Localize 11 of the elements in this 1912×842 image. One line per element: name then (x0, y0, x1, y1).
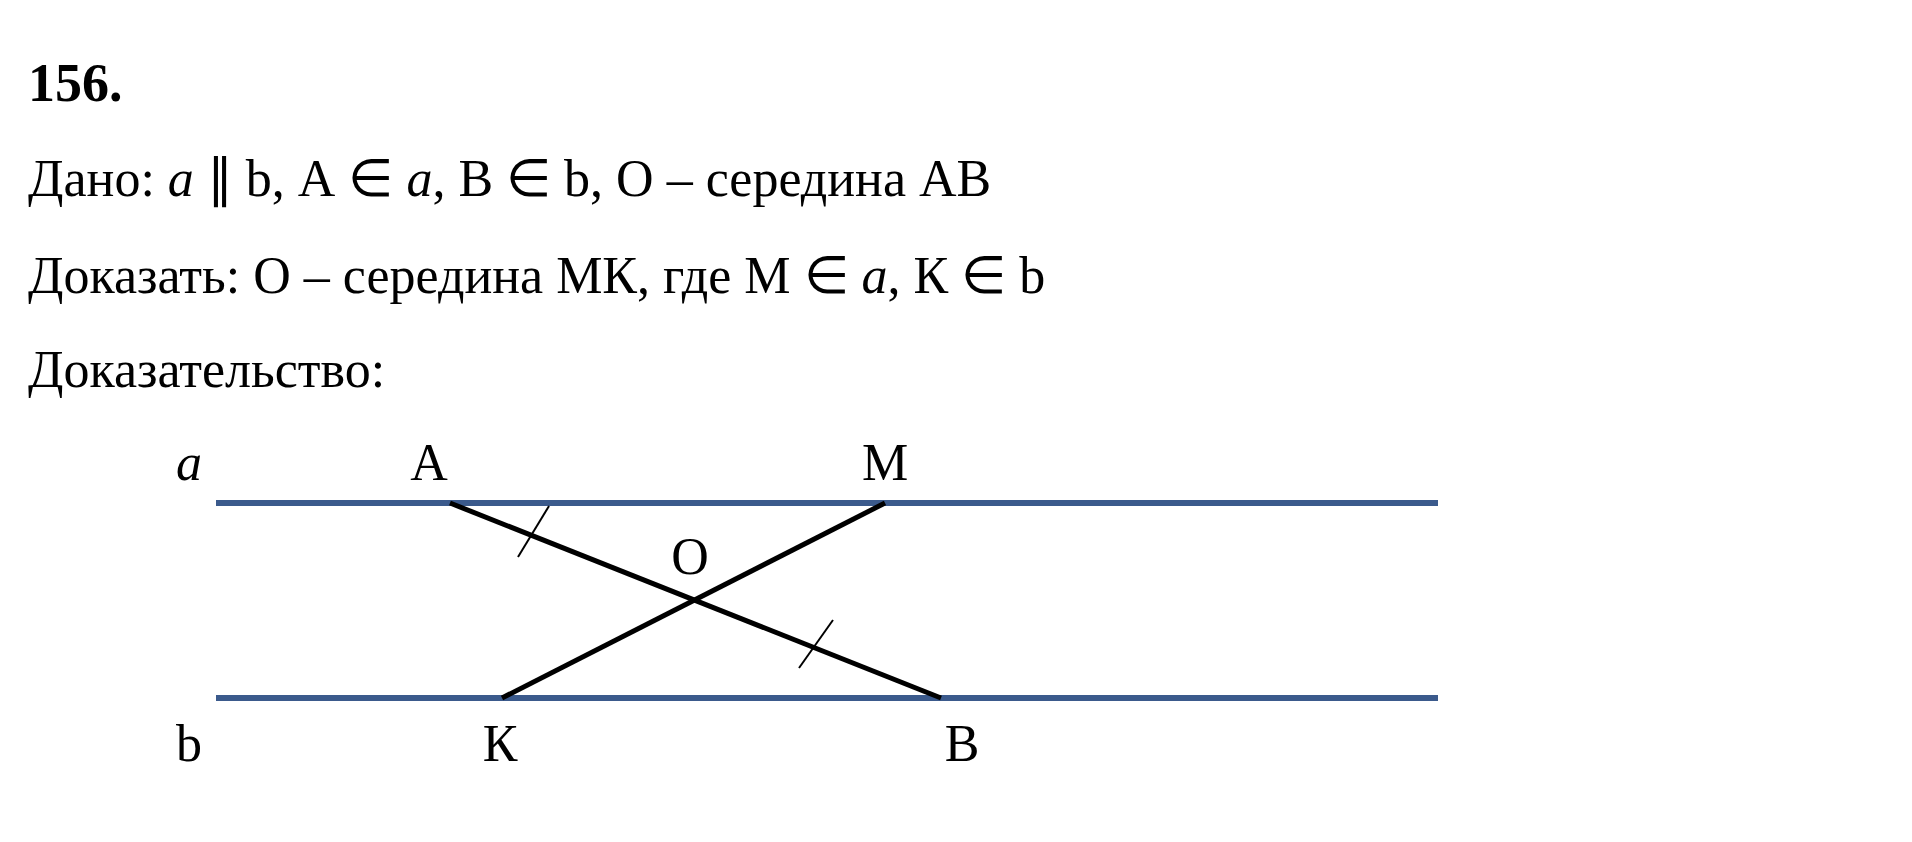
point-label: К (482, 718, 518, 770)
problem-number: 156. (28, 52, 123, 114)
given-statement: Дано: a ∥ b, А ∈ a, В ∈ b, О – середина АВ (28, 149, 992, 208)
point-label: В (944, 718, 980, 770)
line-label: a (176, 437, 202, 489)
point-label: М (861, 437, 909, 489)
point-label: О (671, 531, 709, 583)
to-prove-statement: Доказать: О – середина МК, где М ∈ a, К ∈ b (28, 246, 1046, 305)
point-label: А (410, 437, 448, 489)
line-label: b (176, 718, 202, 770)
proof-heading: Доказательство: (28, 340, 386, 399)
